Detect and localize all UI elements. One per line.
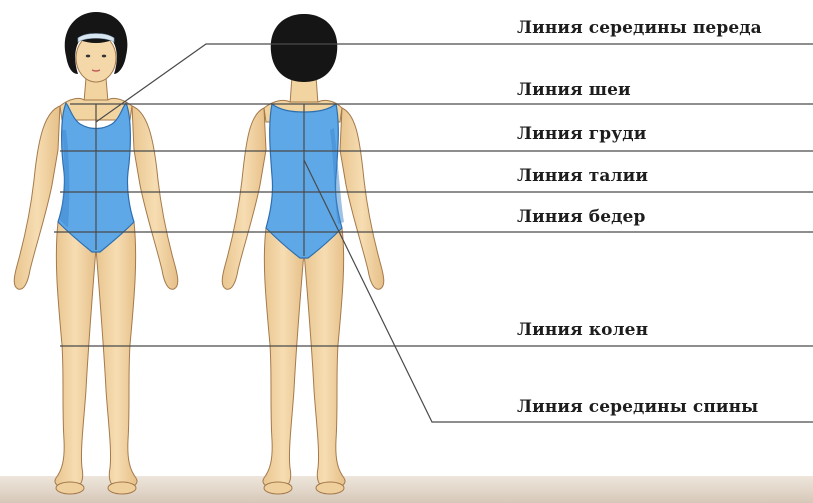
front-right-leg	[96, 222, 137, 488]
front-right-foot	[108, 482, 136, 494]
front-left-foot	[56, 482, 84, 494]
label-hips: Линия бедер	[517, 207, 645, 227]
back-right-arm	[340, 108, 384, 289]
front-left-arm	[14, 106, 60, 289]
back-right-leg	[304, 228, 345, 488]
back-center-leader	[304, 160, 813, 422]
back-hair	[271, 14, 338, 82]
back-right-foot	[316, 482, 344, 494]
front-left-eye	[86, 55, 90, 58]
front-right-eye	[102, 55, 106, 58]
label-back-center: Линия середины спины	[517, 397, 758, 417]
label-knees: Линия колен	[517, 320, 648, 340]
label-waist: Линия талии	[517, 166, 648, 186]
label-front-center: Линия середины переда	[517, 18, 762, 38]
back-left-arm	[222, 108, 266, 289]
label-neck: Линия шеи	[517, 80, 631, 100]
guide-lines	[54, 44, 813, 422]
front-right-arm	[132, 106, 178, 289]
back-left-foot	[264, 482, 292, 494]
front-left-leg	[55, 222, 96, 488]
back-left-leg	[263, 228, 304, 488]
front-figure	[14, 12, 178, 494]
label-chest: Линия груди	[517, 124, 646, 144]
back-figure	[222, 14, 384, 494]
front-center-leader	[96, 44, 813, 122]
